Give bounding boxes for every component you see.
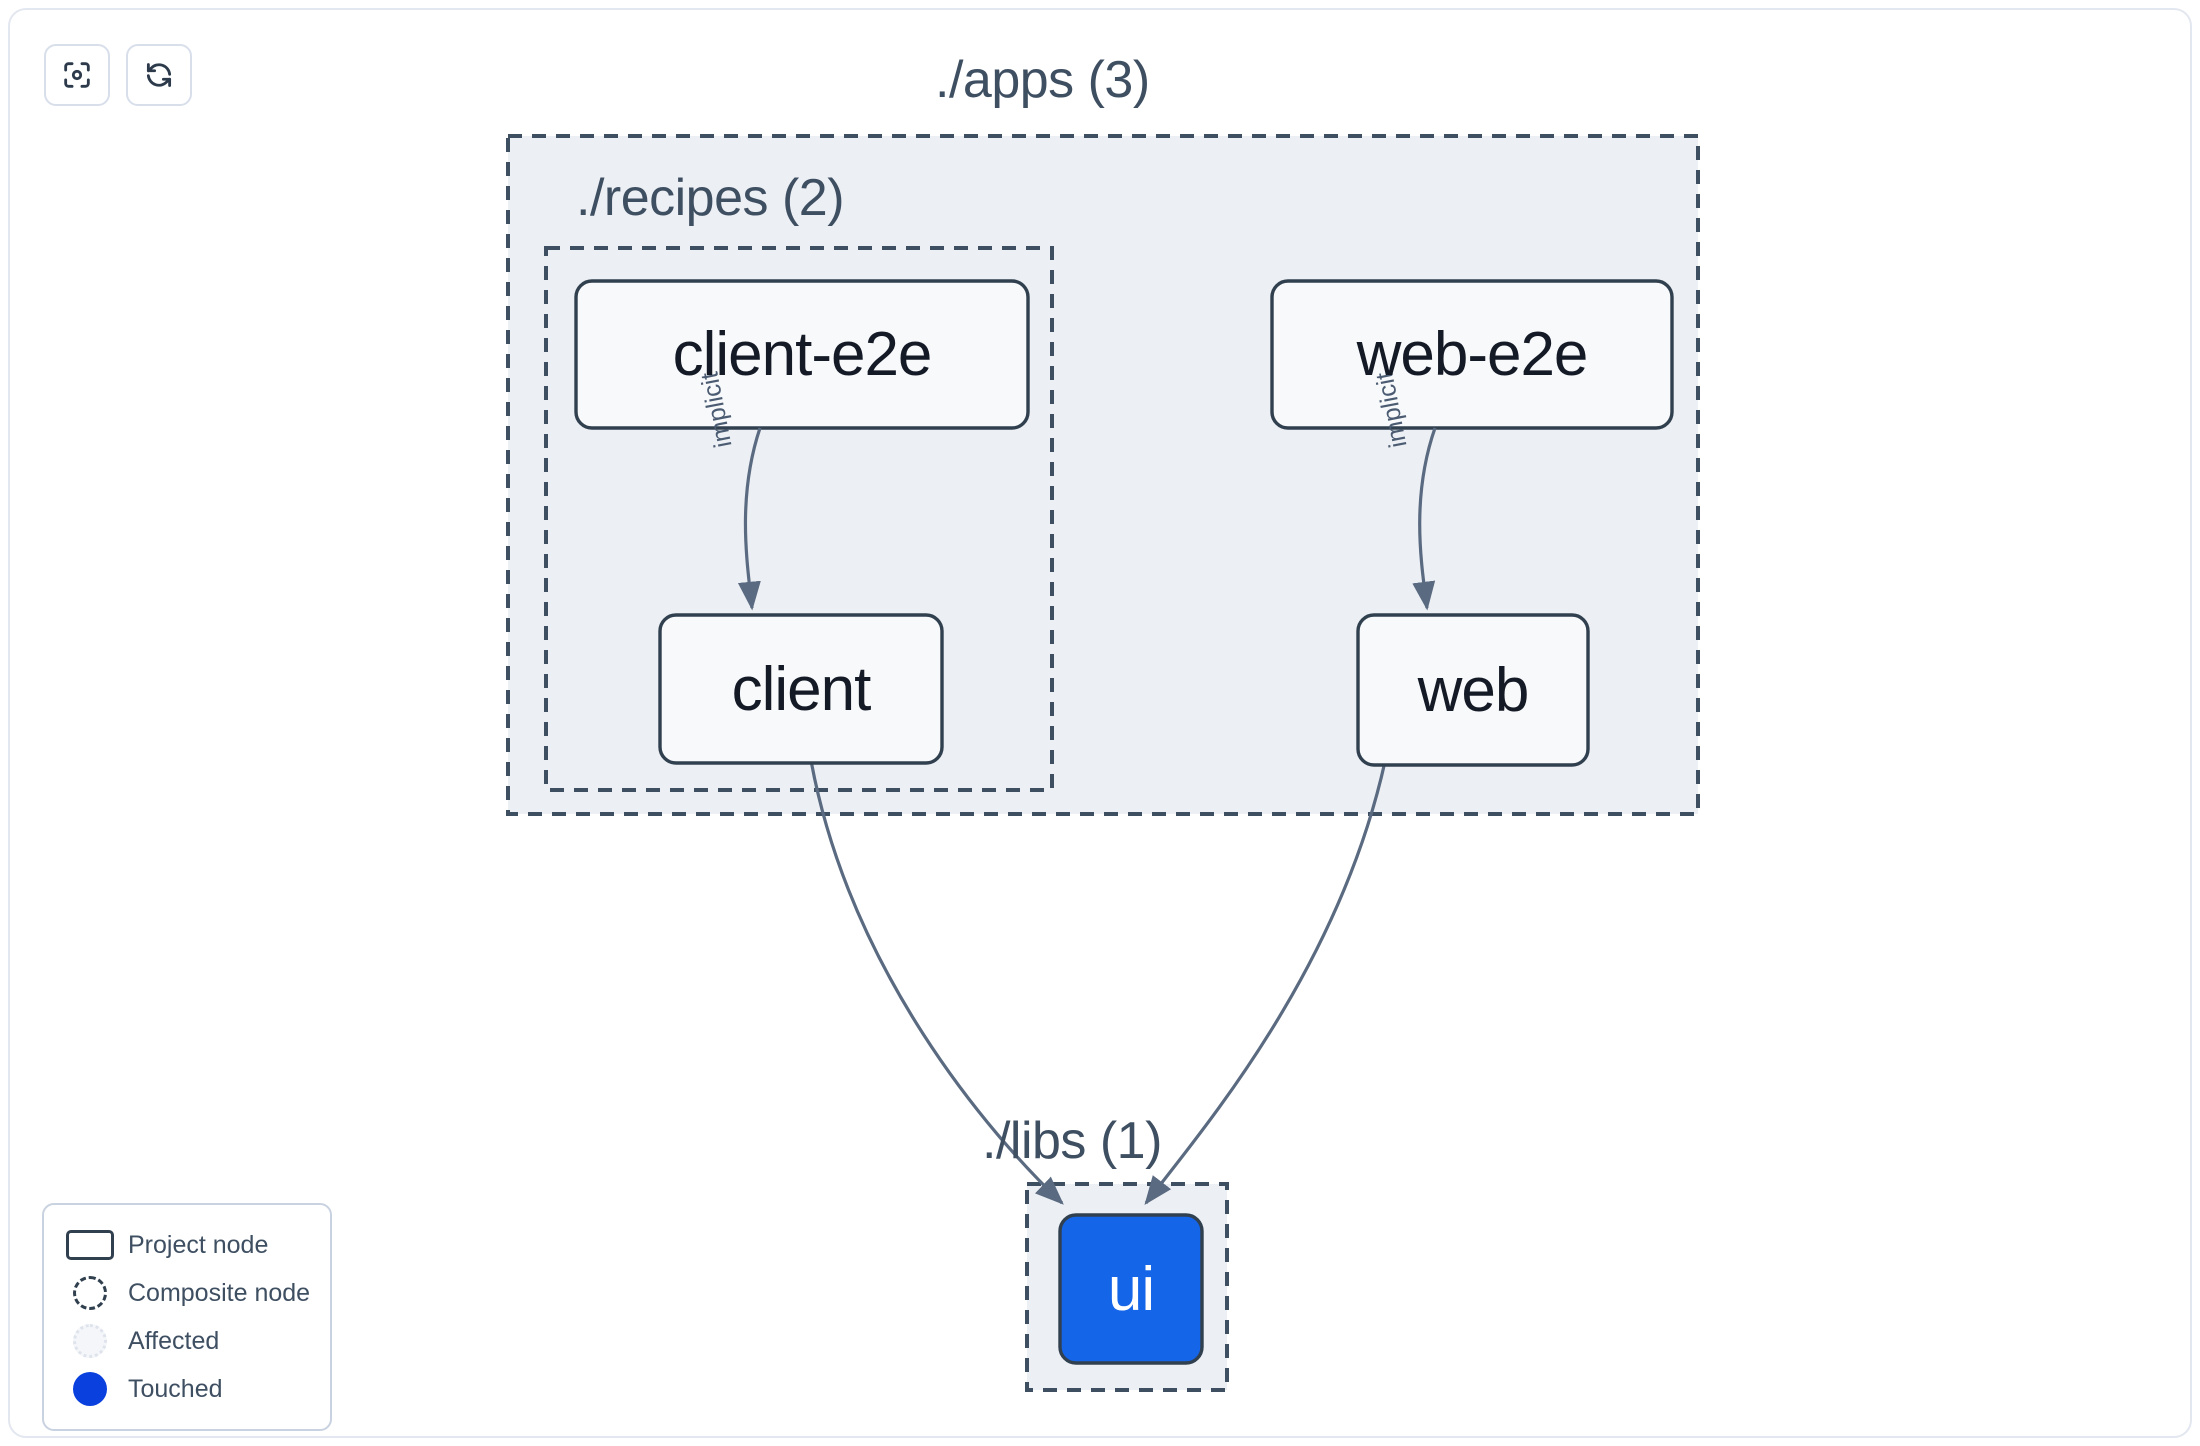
project-node-swatch-icon <box>62 1230 118 1260</box>
graph-render-layer[interactable] <box>10 10 2194 1440</box>
group-label-apps: ./apps (3) <box>935 51 1150 109</box>
touched-swatch-icon <box>62 1372 118 1406</box>
focus-graph-button[interactable] <box>44 44 110 106</box>
focus-target-icon <box>60 58 94 92</box>
legend-item-project-node: Project node <box>62 1221 312 1269</box>
graph-canvas-panel[interactable]: ./apps (3) ./recipes (2) ./libs (1) clie… <box>8 8 2192 1438</box>
edge-client-e2e-to-client[interactable] <box>737 427 762 611</box>
node-client-e2e[interactable] <box>574 279 1030 430</box>
edge-web-e2e-to-web[interactable] <box>1412 427 1437 611</box>
refresh-graph-button[interactable] <box>126 44 192 106</box>
edge-web-to-ui[interactable] <box>1144 756 1388 1206</box>
graph-toolbar <box>44 44 192 106</box>
legend-item-affected: Affected <box>62 1317 312 1365</box>
refresh-icon <box>142 58 176 92</box>
legend-label-project-node: Project node <box>128 1230 269 1259</box>
legend-item-composite-node: Composite node <box>62 1269 312 1317</box>
graph-legend: Project node Composite node Affected Tou… <box>42 1203 332 1431</box>
node-client[interactable] <box>658 613 944 765</box>
composite-node-swatch-icon <box>62 1276 118 1310</box>
legend-label-touched: Touched <box>128 1374 223 1403</box>
edge-client-to-ui[interactable] <box>808 754 1064 1205</box>
node-ui[interactable] <box>1058 1213 1204 1365</box>
group-label-recipes: ./recipes (2) <box>576 169 845 227</box>
node-web[interactable] <box>1356 613 1590 767</box>
group-label-libs: ./libs (1) <box>982 1112 1162 1170</box>
legend-label-composite-node: Composite node <box>128 1278 311 1307</box>
legend-label-affected: Affected <box>128 1326 220 1355</box>
node-web-e2e[interactable] <box>1270 279 1674 430</box>
legend-item-touched: Touched <box>62 1365 312 1413</box>
affected-swatch-icon <box>62 1324 118 1358</box>
